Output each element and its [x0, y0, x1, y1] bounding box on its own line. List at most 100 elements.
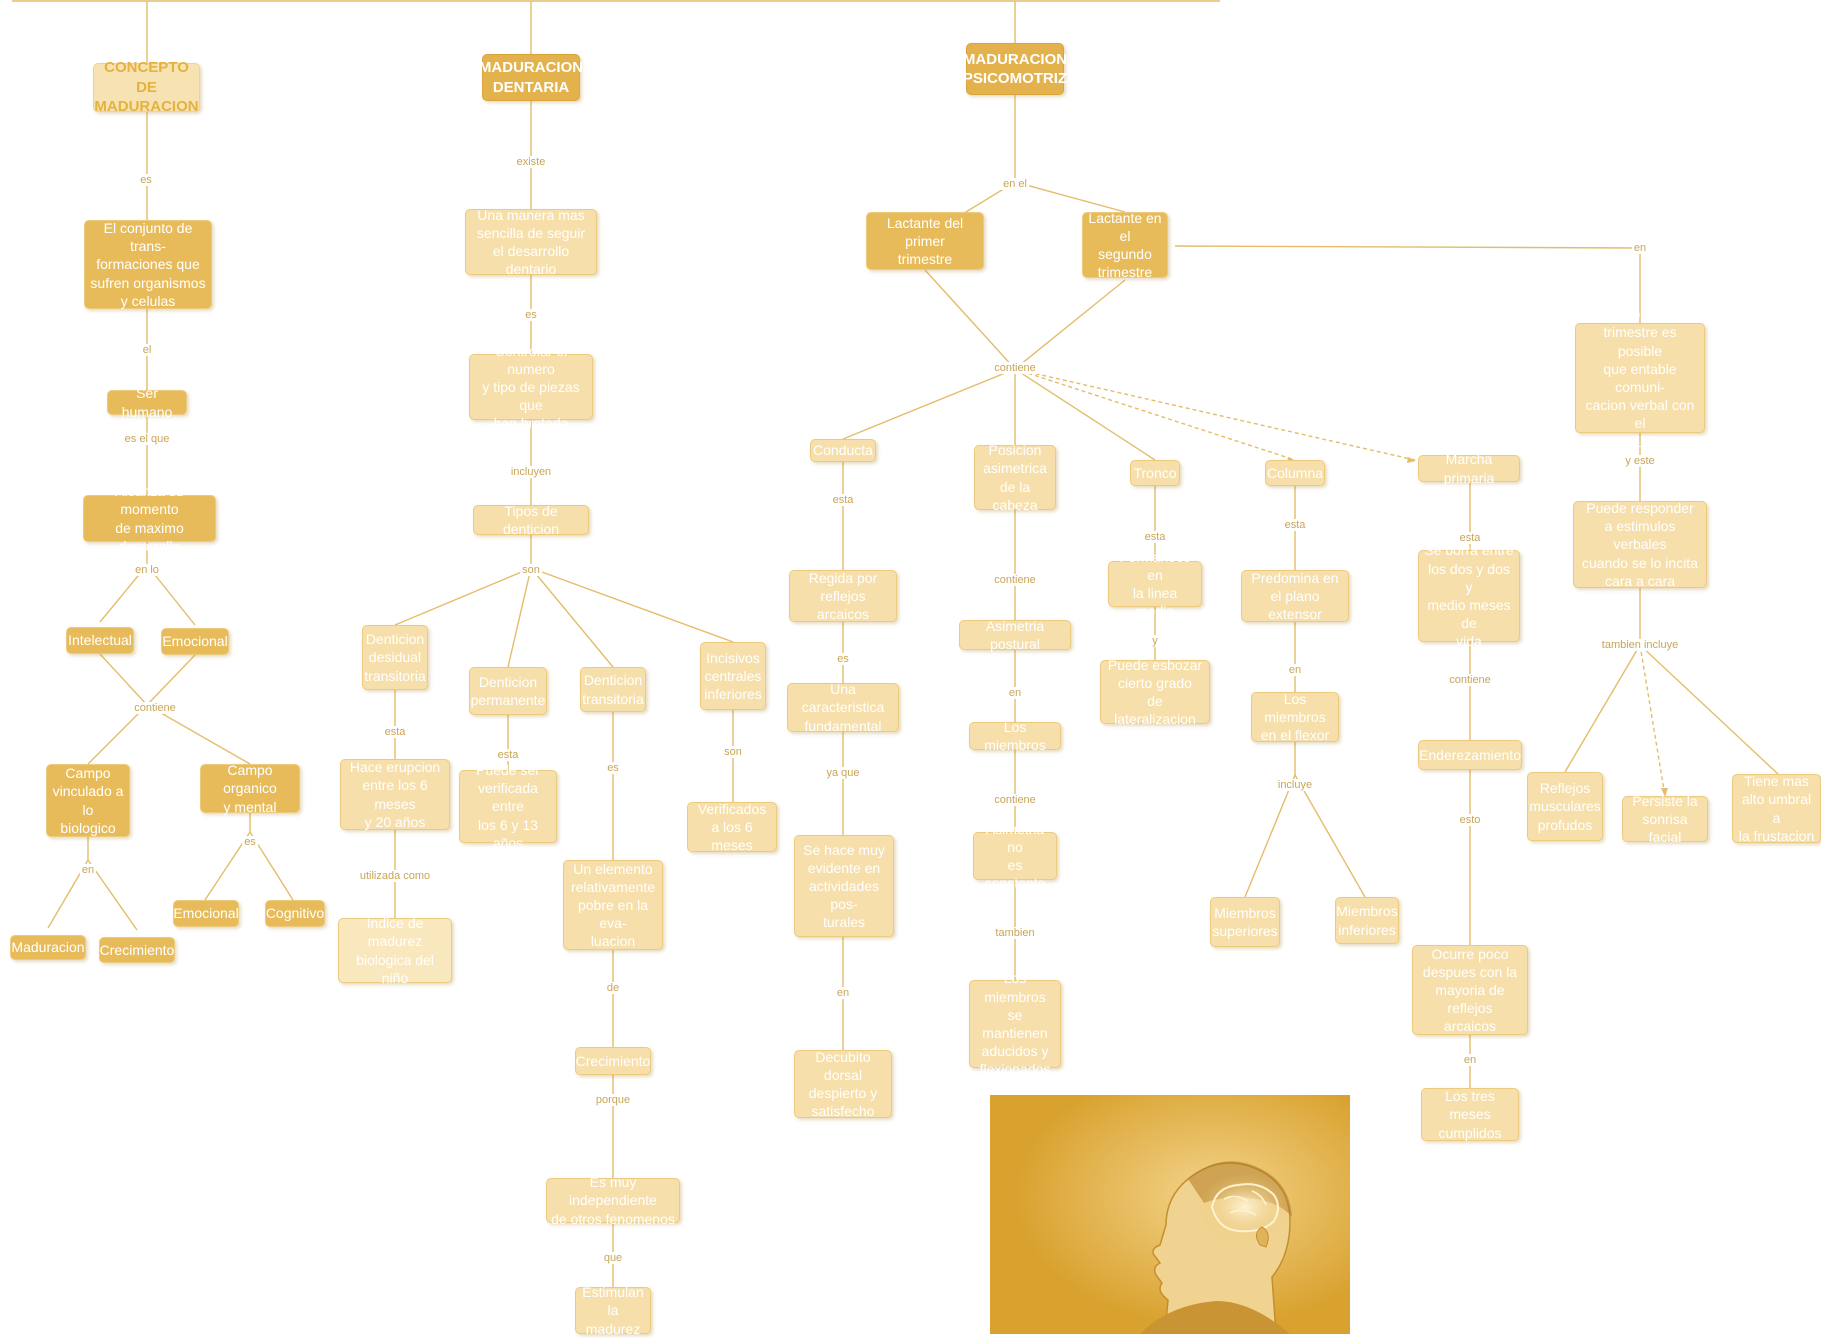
- manera-node[interactable]: Una manera mas sencilla de seguir el des…: [465, 207, 597, 277]
- puede-ser-node[interactable]: Puede ser verificada entre los 6 y 13 añ…: [459, 762, 557, 851]
- concepto-node[interactable]: CONCEPTO DE MADURACION: [93, 59, 200, 116]
- maduracion-node[interactable]: Maduracion: [10, 935, 86, 960]
- denticion-transitoria-node[interactable]: Denticion transitoria: [580, 667, 646, 712]
- predomina-node[interactable]: Predomina en el plano extensor: [1241, 570, 1349, 622]
- puede-responder-node[interactable]: Puede responder a estimulos verbales cua…: [1573, 500, 1707, 589]
- regida-node[interactable]: Regida por reflejos arcaicos: [789, 570, 897, 622]
- conjunto-node[interactable]: El conjunto de trans- formaciones que su…: [84, 220, 212, 309]
- conducta-node[interactable]: Conducta: [810, 439, 876, 462]
- link-label: es: [605, 762, 621, 774]
- link-label: en: [1461, 1054, 1479, 1066]
- incisivos-node[interactable]: Incisivos centrales inferiores: [700, 642, 766, 710]
- link-label: de: [604, 982, 622, 994]
- link-label: incluye: [1275, 779, 1315, 791]
- curso-node[interactable]: El curso de este trimestre es posible qu…: [1575, 306, 1705, 450]
- head-profile-image: [990, 1095, 1350, 1334]
- link-label: utilizada como: [357, 870, 433, 882]
- link-label: contiene: [992, 794, 1038, 806]
- campo-biologico-node[interactable]: Campo vinculado a lo biologico: [46, 764, 130, 837]
- link-label: contiene: [992, 362, 1038, 374]
- ocurre-node[interactable]: Ocurre poco despues con la mayoria de re…: [1412, 945, 1528, 1035]
- link-label: existe: [514, 156, 548, 168]
- decubito-node[interactable]: Decubito dorsal despierto y satisfecho: [794, 1049, 892, 1119]
- asimetria-postural-node[interactable]: Asimetria postural: [959, 618, 1071, 652]
- alcanza-node[interactable]: Alcanza su momento de maximo desarrollo: [83, 483, 216, 554]
- se-hace-node[interactable]: Se hace muy evidente en actividades pos-…: [794, 835, 894, 937]
- enderezamiento-node[interactable]: Enderezamiento: [1418, 740, 1522, 770]
- emocional-node[interactable]: Emocional: [173, 900, 239, 927]
- tronco-node[interactable]: Tronco: [1130, 460, 1180, 486]
- link-label: esta: [382, 726, 408, 738]
- link-label: esta: [495, 749, 521, 761]
- elemento-node[interactable]: Un elemento relativamente pobre en la ev…: [563, 860, 663, 950]
- crecimiento-node[interactable]: Crecimiento: [575, 1047, 651, 1075]
- link-label: en: [79, 864, 97, 876]
- link-label: son: [722, 746, 744, 758]
- link-label: contiene: [992, 574, 1038, 586]
- miembros-node[interactable]: Los miembros: [969, 719, 1061, 753]
- link-label: en: [1631, 242, 1649, 254]
- independiente-node[interactable]: Es muy independiente de otros fenomenos: [546, 1174, 680, 1227]
- link-label: es: [138, 174, 154, 186]
- link-label: en: [1286, 664, 1304, 676]
- verificados-node[interactable]: Verificados a los 6 meses: [687, 801, 777, 853]
- miembros-aducidos-node[interactable]: Los miembros se mantienen aducidos y fle…: [969, 970, 1061, 1077]
- dentaria-node[interactable]: MADURACION DENTARIA: [479, 54, 583, 101]
- link-label: esto: [1457, 814, 1483, 826]
- ser-humano-node[interactable]: Ser humano: [107, 385, 187, 420]
- controlar-node[interactable]: Controlar el numero y tipo de piezas que…: [469, 343, 593, 431]
- tiene-mas-node[interactable]: Tiene mas alto umbral a la frustacion: [1732, 773, 1821, 844]
- tipos-node[interactable]: Tipos de denticion: [473, 503, 589, 537]
- crecimiento-node[interactable]: Crecimiento: [99, 937, 175, 963]
- campo-organico-node[interactable]: Campo organico y mental: [200, 762, 300, 815]
- link-label: en lo: [133, 564, 161, 576]
- caracteristica-node[interactable]: Una caracteristica fundamental: [787, 681, 899, 734]
- se-borra-node[interactable]: Se borra entre los dos y dos y medio mes…: [1418, 542, 1520, 649]
- tres-meses-node[interactable]: Los tres meses cumplidos: [1421, 1088, 1519, 1141]
- cognitivo-node[interactable]: Cognitivo: [265, 900, 325, 927]
- intelectual-node[interactable]: Intelectual: [66, 627, 134, 654]
- estimulan-node[interactable]: Estimulan la madurez: [575, 1284, 651, 1337]
- link-label: son: [520, 564, 542, 576]
- brain-profile-illustration: [990, 1095, 1350, 1334]
- posicion-node[interactable]: Posicion asimetrica de la cabeza: [974, 442, 1056, 513]
- link-label: y este: [1623, 455, 1657, 467]
- link-label: en: [1006, 687, 1024, 699]
- link-label: tambien: [993, 927, 1037, 939]
- link-label: esta: [1457, 532, 1483, 544]
- hace-erupcion-node[interactable]: Hace erupcion entre los 6 meses y 20 año…: [340, 759, 450, 830]
- link-label: en: [834, 987, 852, 999]
- link-label: que: [601, 1252, 625, 1264]
- link-label: tambien incluye: [1599, 639, 1681, 651]
- puede-esbozar-node[interactable]: Puede esbozar cierto grado de lateraliza…: [1100, 657, 1210, 727]
- lactante-primer-node[interactable]: Lactante del primer trimestre: [866, 212, 984, 270]
- link-label: es: [835, 653, 851, 665]
- link-label: contiene: [1447, 674, 1493, 686]
- miembros-inferiores-node[interactable]: Miembros inferiores: [1335, 897, 1399, 944]
- psicomotriz-node[interactable]: MADURACION PSICOMOTRIZ: [963, 43, 1067, 95]
- link-label: es: [242, 836, 258, 848]
- link-label: esta: [830, 494, 856, 506]
- miembros-superiores-node[interactable]: Miembros superiores: [1210, 897, 1280, 947]
- link-label: esta: [1142, 531, 1168, 543]
- columna-node[interactable]: Columna: [1265, 460, 1325, 486]
- link-label: ya que: [824, 767, 862, 779]
- denticion-permanente-node[interactable]: Denticion permanente: [469, 667, 547, 715]
- reflejos-musculares-node[interactable]: Reflejos musculares profudos: [1527, 772, 1603, 841]
- asimetria-no-node[interactable]: Asimetria no es constante: [973, 821, 1057, 891]
- emocional-node[interactable]: Emocional: [161, 628, 229, 655]
- link-label: es el que: [122, 433, 172, 445]
- link-label: es: [523, 309, 539, 321]
- permanece-node[interactable]: Permanece en la linea media: [1108, 549, 1202, 619]
- denticion-desidual-node[interactable]: Denticion desidual transitoria: [362, 625, 428, 690]
- link-label: y: [1150, 635, 1160, 647]
- marcha-node[interactable]: Marcha primaria: [1418, 451, 1520, 486]
- link-label: en el: [1001, 178, 1029, 190]
- indice-node[interactable]: Indice de madurez biologica del niño: [338, 915, 452, 986]
- link-label: el: [140, 344, 154, 356]
- persiste-node[interactable]: Persiste la sonrisa facial: [1622, 793, 1708, 845]
- link-label: esta: [1282, 519, 1308, 531]
- miembros-flexor-node[interactable]: Los miembros en el flexor: [1251, 691, 1339, 743]
- lactante-segundo-node[interactable]: Lactante en el segundo trimestre: [1082, 210, 1168, 280]
